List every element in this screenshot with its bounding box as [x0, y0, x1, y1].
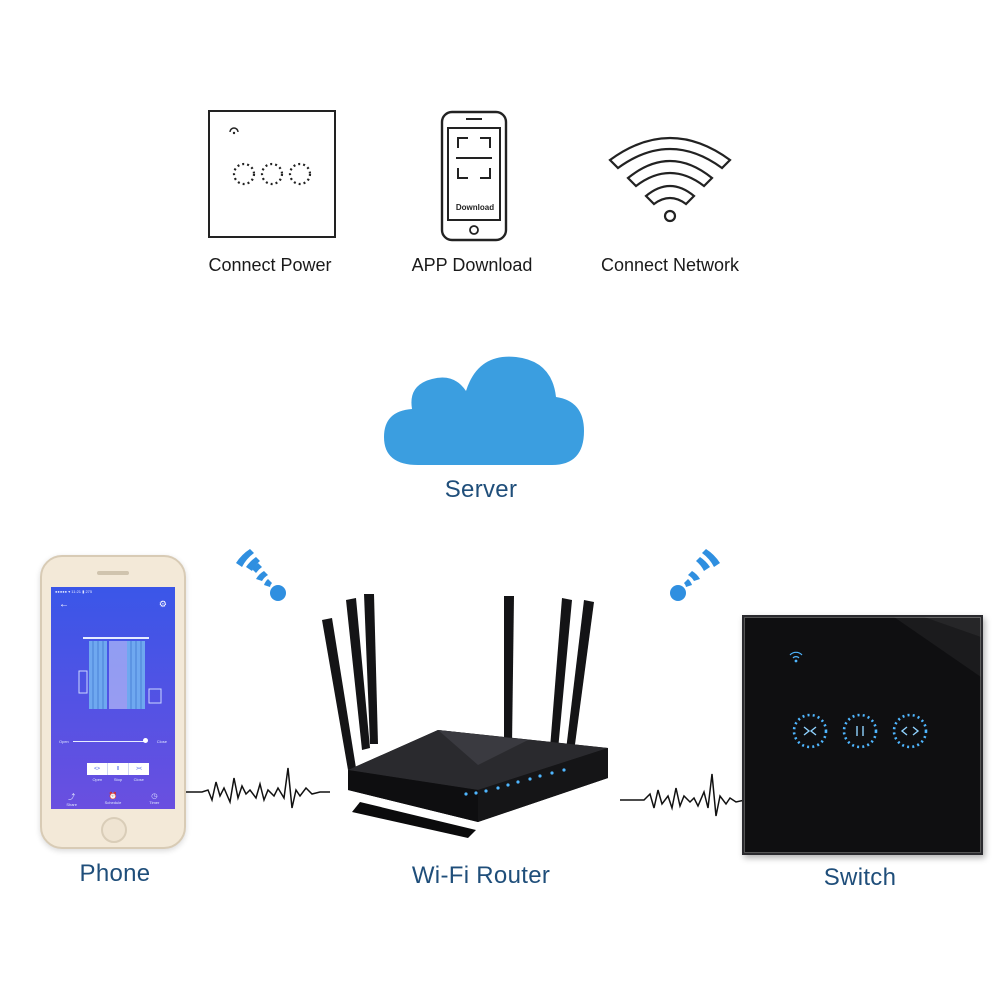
phone-download-icon — [438, 110, 510, 242]
alarm-icon: ⏰ — [108, 793, 118, 800]
step-label-app-download: APP Download — [411, 255, 533, 275]
step-label-connect-power: Connect Power — [208, 255, 332, 275]
slider-track — [73, 741, 145, 742]
close-button[interactable]: >< — [136, 766, 142, 772]
signal-wave-right — [620, 768, 745, 828]
curtain-control-buttons: <> II >< — [87, 763, 149, 775]
curtain-slider[interactable]: Open Close — [59, 737, 167, 747]
share-icon: ⤴ — [68, 794, 76, 801]
settings-icon[interactable]: ⚙ — [158, 599, 167, 609]
close-label: Close — [133, 777, 144, 782]
open-button[interactable]: <> — [87, 763, 108, 775]
tab-timer-label: Timer — [149, 800, 160, 805]
switch-label: Switch — [823, 864, 897, 891]
cloud-server-icon — [380, 345, 590, 470]
tab-schedule[interactable]: ⏰Schedule — [92, 792, 133, 809]
signal-wave-left — [180, 760, 330, 820]
control-button-labels: Open Stop Close — [87, 777, 149, 782]
back-arrow-icon[interactable]: ← — [59, 599, 69, 610]
tab-share-label: Share — [66, 802, 77, 807]
curtain-illustration — [78, 637, 162, 709]
switch-wifi-indicator-icon — [789, 651, 803, 663]
curtain-touch-switch — [742, 615, 983, 855]
server-label: Server — [444, 476, 518, 503]
router-label: Wi-Fi Router — [411, 862, 551, 889]
touch-switch-icon — [208, 110, 336, 238]
stop-button[interactable]: II — [108, 763, 129, 775]
wifi-signal-left-icon — [228, 545, 292, 609]
phone-label: Phone — [79, 860, 151, 887]
bottom-tab-bar: ⤴Share ⏰Schedule ◷Timer — [51, 792, 175, 809]
status-bar: ●●●●● ▾ 11:21 ▮ 275 — [55, 589, 93, 594]
wifi-signal-right-icon — [664, 545, 728, 609]
timer-icon: ◷ — [151, 793, 158, 800]
tab-schedule-label: Schedule — [104, 800, 122, 805]
phone-app-screen: ●●●●● ▾ 11:21 ▮ 275 ← ⚙ Open Close <> II… — [51, 587, 175, 809]
open-label: Open — [92, 777, 103, 782]
phone-home-button — [101, 817, 127, 843]
step-label-connect-network: Connect Network — [600, 255, 740, 275]
wifi-router — [308, 590, 628, 840]
stop-label: Stop — [113, 777, 123, 782]
download-screen-text: Download — [455, 203, 495, 212]
wifi-icon — [606, 128, 734, 224]
smartphone: ●●●●● ▾ 11:21 ▮ 275 ← ⚙ Open Close <> II… — [40, 555, 186, 849]
phone-speaker — [97, 571, 129, 575]
slider-handle[interactable] — [143, 738, 148, 743]
slider-close-label: Close — [156, 739, 167, 744]
tab-timer[interactable]: ◷Timer — [134, 792, 175, 809]
slider-open-label: Open — [59, 739, 69, 744]
tab-share[interactable]: ⤴Share — [51, 792, 92, 809]
